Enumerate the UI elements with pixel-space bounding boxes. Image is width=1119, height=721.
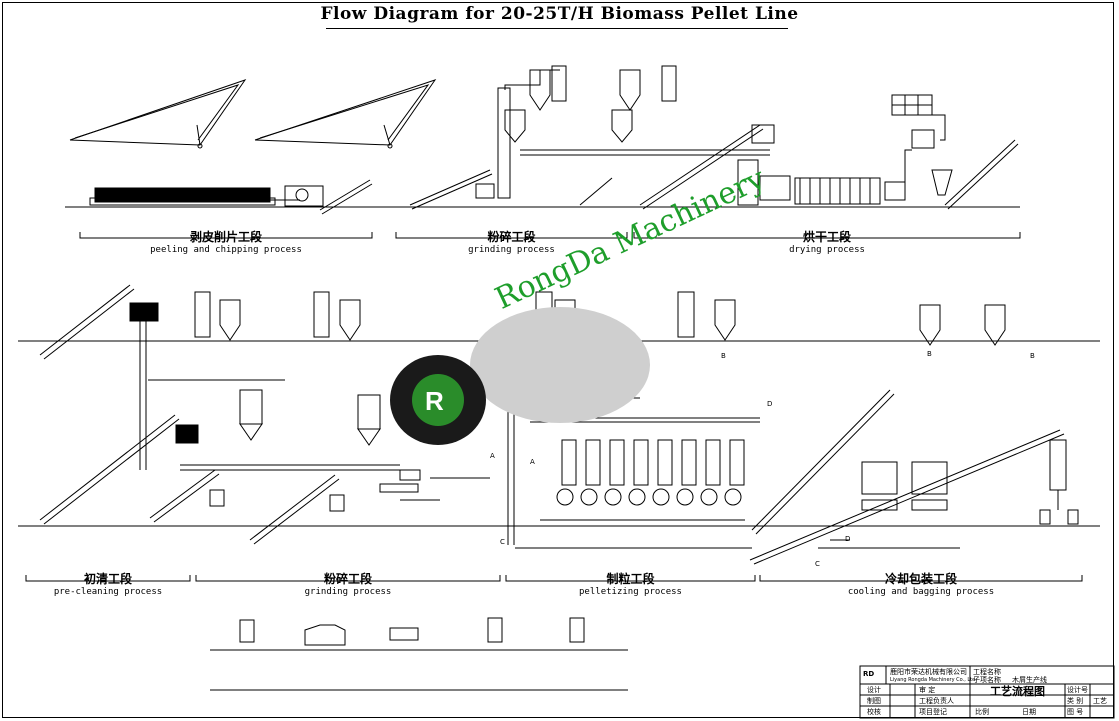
- marker-b-1: B: [721, 352, 726, 360]
- section-precleaning-en: pre-cleaning process: [53, 587, 163, 597]
- section-cooling-cn: 冷却包装工段: [884, 572, 957, 586]
- section-peeling-en: peeling and chipping process: [150, 245, 302, 255]
- section-cooling: 冷却包装工段 cooling and bagging process: [760, 572, 1082, 598]
- tb-category-val: 工艺: [1093, 697, 1107, 705]
- section-grinding-2-cn: 粉碎工段: [323, 572, 372, 586]
- grinding-2-equipment: [148, 291, 490, 545]
- tb-category: 类 别: [1067, 697, 1084, 705]
- tb-record: 项目登记: [919, 708, 947, 716]
- section-peeling: 剥皮削片工段 peeling and chipping process: [80, 230, 372, 256]
- section-grinding-1: 粉碎工段 grinding process: [396, 230, 627, 256]
- tb-design: 设计: [867, 686, 881, 694]
- tb-company: 鹿阳市荣达机械有限公司: [890, 668, 967, 676]
- section-peeling-cn: 剥皮削片工段: [189, 230, 262, 244]
- marker-b-2: B: [927, 350, 932, 358]
- section-pelletizing: 制粒工段 pelletizing process: [506, 572, 755, 598]
- marker-c-2: C: [815, 560, 820, 568]
- marker-d-2: D: [845, 535, 851, 543]
- section-drying: 烘干工段 drying process: [634, 230, 1020, 256]
- section-precleaning-cn: 初清工段: [83, 572, 132, 586]
- debarker-conveyor: [89, 179, 373, 215]
- marker-d-1: D: [767, 400, 773, 408]
- tb-subproject-label: 子项名称: [973, 676, 1001, 684]
- tb-drawing-title: 工艺流程图: [990, 685, 1045, 698]
- bracket-peeling: [79, 232, 373, 239]
- bracket-grinding-1: [395, 232, 628, 239]
- tb-approve: 校核: [867, 708, 881, 716]
- marker-c-1: C: [500, 538, 505, 546]
- tb-checker: 审 定: [919, 686, 936, 694]
- section-drying-en: drying process: [789, 245, 865, 255]
- tb-design-no: 设计号: [1067, 686, 1088, 694]
- section-cooling-en: cooling and bagging process: [847, 587, 995, 597]
- bracket-cooling: [759, 575, 1083, 582]
- section-grinding-2: 粉碎工段 grinding process: [196, 572, 500, 598]
- marker-b-3: B: [1030, 352, 1035, 360]
- precleaning-equipment: [39, 284, 225, 525]
- grinding-1-equipment: [409, 65, 770, 210]
- title-underline: [326, 28, 788, 29]
- legend-area: [210, 617, 628, 691]
- tb-logo: RD: [863, 670, 875, 678]
- log-stacker-1: [69, 79, 247, 149]
- section-drying-cn: 烘干工段: [802, 230, 851, 244]
- marker-a-2: A: [530, 458, 535, 466]
- section-pelletizing-en: pelletizing process: [579, 587, 682, 597]
- title-block-grid: [859, 665, 1115, 719]
- tb-drawing-no: 图 号: [1067, 708, 1084, 716]
- section-grinding-1-cn: 粉碎工段: [487, 230, 536, 244]
- bracket-grinding-2: [195, 575, 501, 582]
- tb-leader: 工程负责人: [919, 697, 954, 705]
- section-pelletizing-cn: 制粒工段: [606, 572, 655, 586]
- section-grinding-2-en: grinding process: [304, 587, 392, 597]
- tb-date-label: 日期: [1022, 708, 1036, 716]
- tb-scale: 比例: [975, 708, 989, 716]
- tb-project-label: 工程名称: [973, 668, 1001, 676]
- tb-company-en: Liyang Rongda Machinery Co., Ltd.: [890, 677, 977, 683]
- bracket-precleaning: [25, 575, 191, 582]
- section-grinding-1-en: grinding process: [468, 245, 555, 255]
- diagram-title: Flow Diagram for 20-25T/H Biomass Pellet…: [320, 4, 799, 24]
- marker-a-1: A: [490, 452, 495, 460]
- cooling-bagging-equipment: [749, 304, 1079, 565]
- bracket-drying: [633, 232, 1021, 239]
- log-stacker-2: [254, 79, 437, 149]
- svg-text:R: R: [425, 386, 444, 416]
- tb-draw: 制图: [867, 697, 881, 705]
- rotary-dryer: [737, 94, 1019, 210]
- bracket-pelletizing: [505, 575, 756, 582]
- company-logo: R: [390, 307, 650, 445]
- grinding-1b-equipment: [611, 65, 775, 210]
- section-precleaning: 初清工段 pre-cleaning process: [26, 572, 190, 598]
- tb-subproject: 木屑生产线: [1012, 676, 1047, 684]
